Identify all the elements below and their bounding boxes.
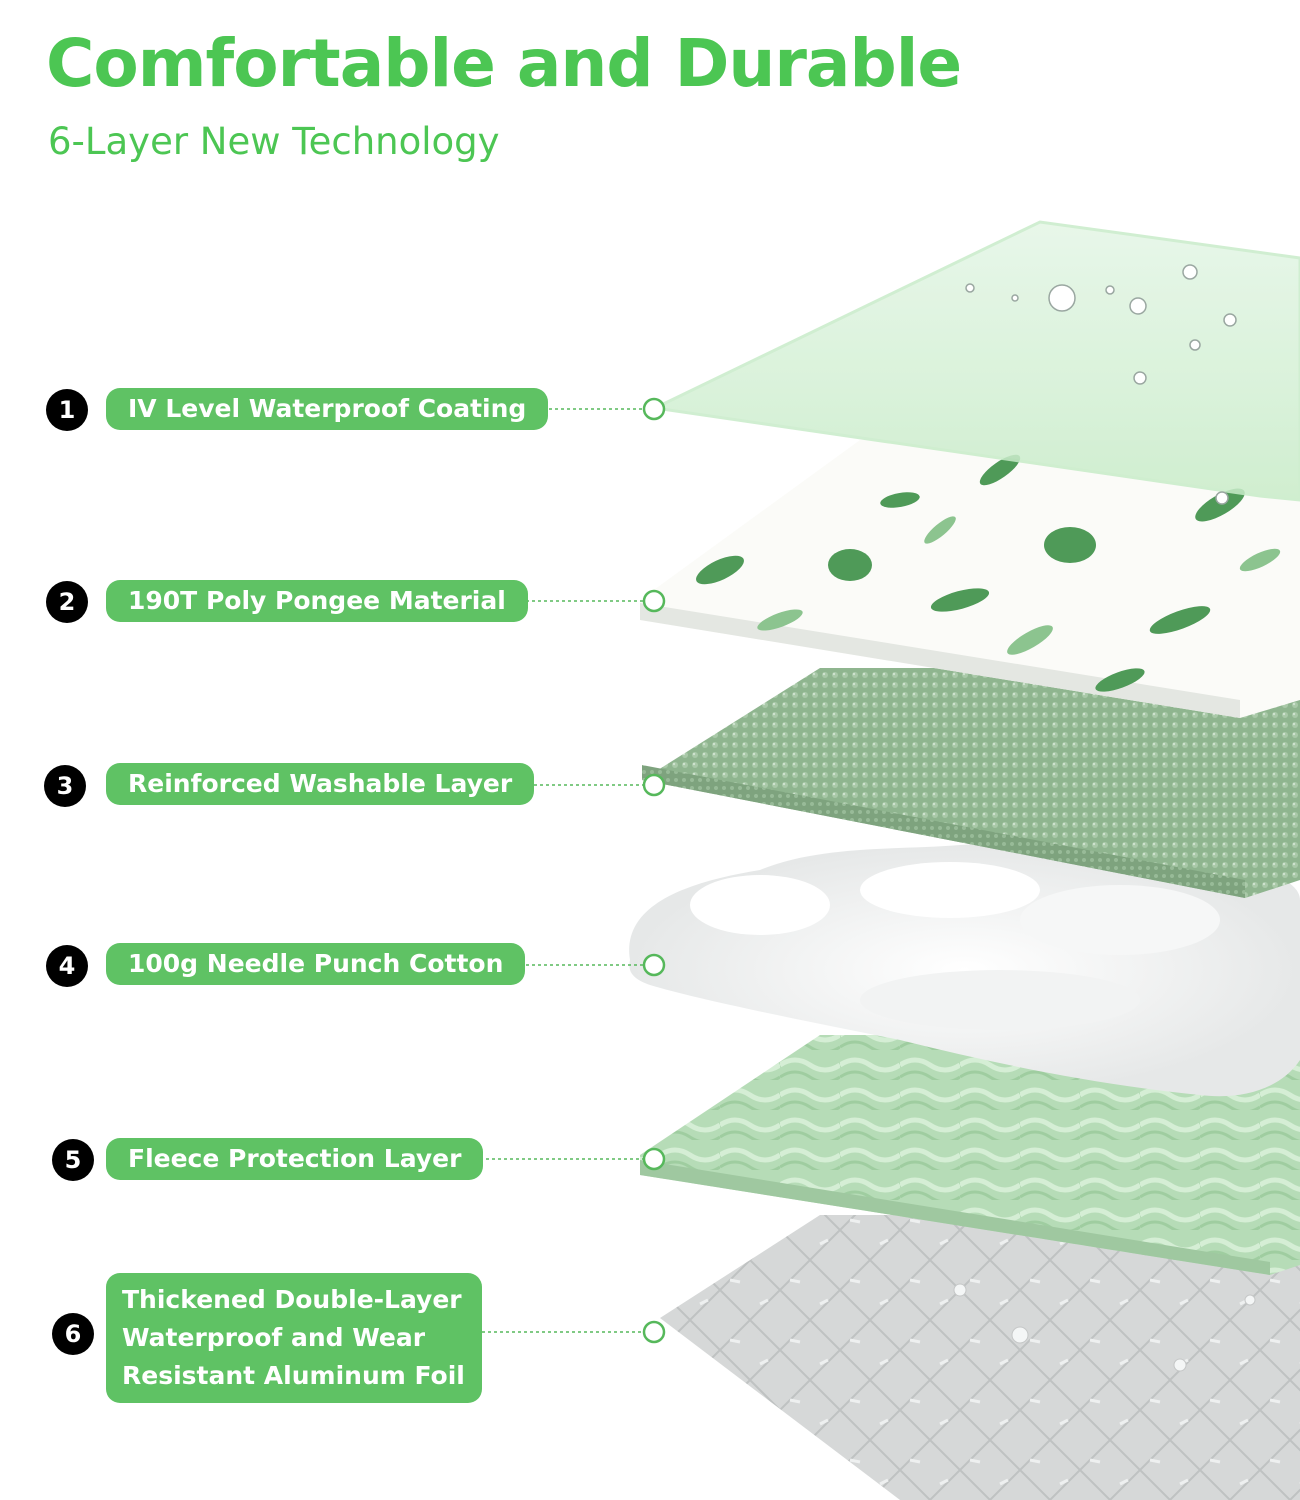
- knit-layer-image: [642, 668, 1300, 898]
- layer-number-badge: 1: [46, 389, 88, 431]
- leaf-print-layer-image: [640, 440, 1300, 718]
- connector-dot: [642, 953, 666, 977]
- layer-label-line: Resistant Aluminum Foil: [122, 1361, 465, 1390]
- page-subtitle: 6-Layer New Technology: [48, 120, 500, 163]
- waterproof-film-layer-image: [649, 220, 1300, 505]
- layer-label-pill: 100g Needle Punch Cotton: [106, 943, 526, 985]
- layer-label-pill: Reinforced Washable Layer: [106, 763, 535, 805]
- connector-dot: [642, 773, 666, 797]
- layer-number-badge: 3: [44, 765, 86, 807]
- layer-label-pill: Thickened Double-Layer Waterproof and We…: [106, 1273, 482, 1403]
- layer-label-line: Thickened Double-Layer: [122, 1285, 462, 1314]
- connector-dot: [642, 397, 666, 421]
- connector-dot: [642, 1147, 666, 1171]
- connector-dot: [642, 1320, 666, 1344]
- cotton-layer-image: [629, 843, 1300, 1097]
- connector-dot: [642, 589, 666, 613]
- layer-label-pill: 190T Poly Pongee Material: [106, 580, 528, 622]
- layer-number-badge: 6: [52, 1313, 94, 1355]
- layer-number-badge: 5: [52, 1139, 94, 1181]
- layer-label-line: Waterproof and Wear: [122, 1323, 426, 1352]
- page-title: Comfortable and Durable: [46, 25, 962, 102]
- layer-label-pill: Fleece Protection Layer: [106, 1138, 484, 1180]
- layer-number-badge: 4: [46, 945, 88, 987]
- layer-number-badge: 2: [46, 581, 88, 623]
- layer-label-pill: IV Level Waterproof Coating: [106, 388, 549, 430]
- foil-layer-image: [660, 1215, 1300, 1500]
- fleece-layer-image: [640, 1035, 1300, 1275]
